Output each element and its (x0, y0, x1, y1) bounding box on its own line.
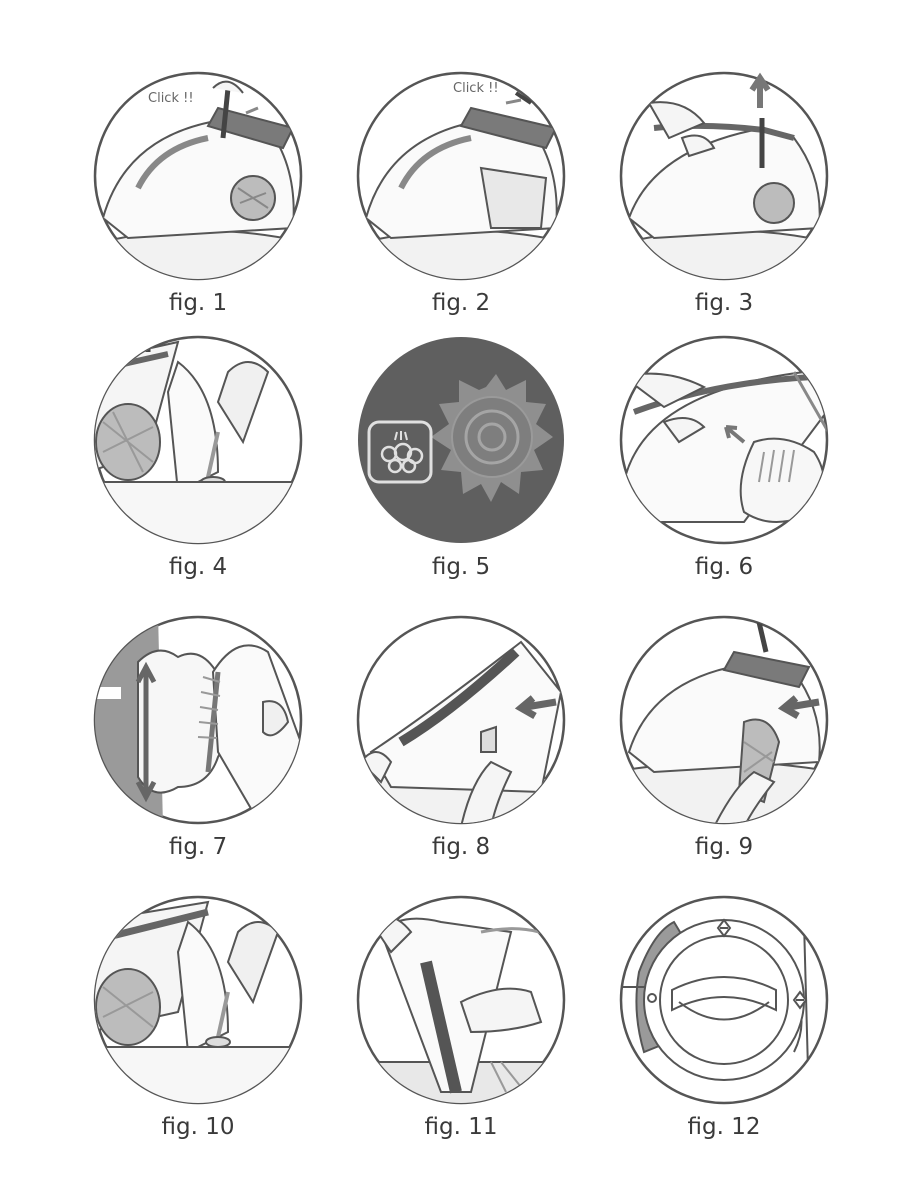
fig6-arrow (724, 425, 746, 444)
fig2-caption: fig. 2 (431, 290, 491, 316)
fig12-illustration (619, 895, 829, 1105)
fig5-dial-gear (431, 374, 553, 502)
fig7-caption: fig. 7 (168, 834, 228, 860)
fig3-illustration (619, 71, 829, 281)
fig4-illustration (93, 335, 303, 545)
descale-cap-icon (643, 919, 805, 1081)
fig2-illustration: Click !! (356, 71, 566, 281)
fig11-illustration (356, 895, 566, 1105)
figure-4: fig. 4 (68, 332, 328, 600)
figure-11: fig. 11 (331, 892, 591, 1160)
figure-6: fig. 6 (594, 332, 854, 600)
fig6-illustration (619, 335, 829, 545)
figure-1: Click !! fig. 1 (68, 68, 328, 336)
fig11-caption: fig. 11 (424, 1114, 498, 1140)
fig8-illustration (356, 615, 566, 825)
fig3-up-arrow (749, 72, 771, 108)
fig10-caption: fig. 10 (161, 1114, 235, 1140)
fig9-illustration (619, 615, 829, 825)
fig12-lock-icon-top (716, 918, 732, 938)
figure-7: fig. 7 (68, 612, 328, 880)
fig9-caption: fig. 9 (694, 834, 754, 860)
fig7-vertical-arrow (135, 661, 157, 803)
figure-5: fig. 5 (331, 332, 591, 600)
fig1-caption: fig. 1 (168, 290, 228, 316)
fig5-illustration (358, 337, 564, 543)
fig5-caption: fig. 5 (431, 554, 491, 580)
fig1-click-label: Click !! (148, 91, 194, 106)
fig6-caption: fig. 6 (694, 554, 754, 580)
figure-10: fig. 10 (68, 892, 328, 1160)
fig2-click-label: Click !! (453, 81, 499, 96)
fig4-caption: fig. 4 (168, 554, 228, 580)
fig8-caption: fig. 8 (431, 834, 491, 860)
fig3-caption: fig. 3 (694, 290, 754, 316)
fig12-caption: fig. 12 (687, 1114, 761, 1140)
fig10-illustration (93, 895, 303, 1105)
figure-3: fig. 3 (594, 68, 854, 336)
figure-12: fig. 12 (594, 892, 854, 1160)
fig12-lock-icon-right (792, 990, 808, 1010)
steam-button-icon (367, 420, 433, 484)
fig8-arrow (514, 695, 557, 720)
fig7-illustration (93, 615, 303, 825)
figure-9: fig. 9 (594, 612, 854, 880)
figure-8: fig. 8 (331, 612, 591, 880)
figure-2: Click !! fig. 2 (331, 68, 591, 336)
fig9-arrow (777, 695, 820, 720)
fig1-illustration: Click !! (93, 71, 303, 281)
